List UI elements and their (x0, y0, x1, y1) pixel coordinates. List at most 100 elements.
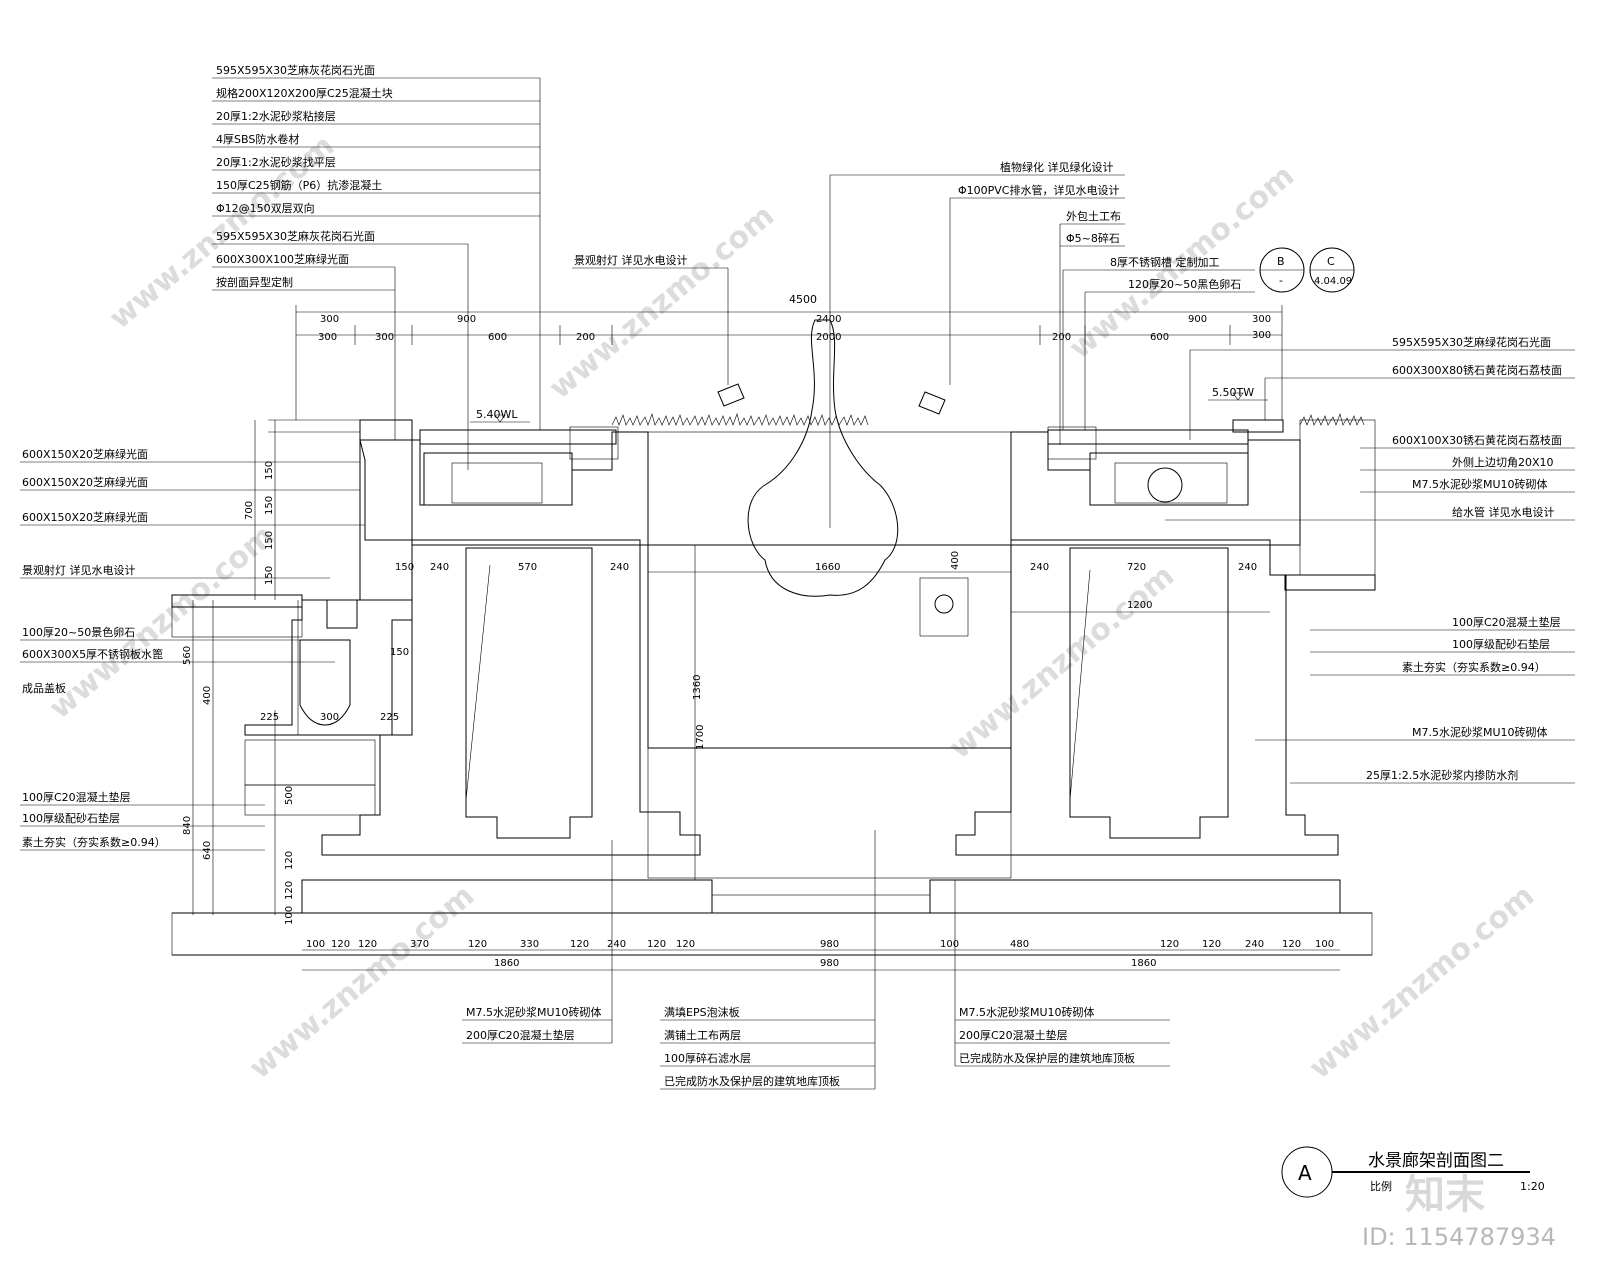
inner-dims: 1660 1200 570 720 240 240 240 240 1360 1… (260, 545, 1270, 880)
note-text: 200厚C20混凝土垫层 (959, 1028, 1068, 1042)
dim-label: 980 (820, 939, 839, 950)
dim-label: 1660 (815, 562, 840, 573)
dim-label: 1200 (1127, 600, 1152, 611)
dim-label: 240 (1238, 562, 1257, 573)
note-text: 600X300X5厚不锈钢板水篦 (22, 647, 163, 661)
level-marker-wl: 5.40WL (470, 408, 530, 423)
dim-label: 150 (264, 461, 275, 480)
note-text: 景观射灯 详见水电设计 (574, 253, 688, 267)
watermark-text: www.znzmo.com (43, 518, 281, 726)
watermark-text: www.znzmo.com (543, 198, 781, 406)
note-text: 150厚C25钢筋（P6）抗渗混凝土 (216, 178, 382, 192)
dim-label: 120 (284, 881, 295, 900)
dim-label: 400 (202, 686, 213, 705)
dim-label: 100 (284, 906, 295, 925)
dim-label: 500 (284, 786, 295, 805)
note-text: 已完成防水及保护层的建筑地库顶板 (664, 1074, 840, 1088)
note-text: 600X300X80锈石黄花岗石荔枝面 (1392, 363, 1562, 377)
note-text: 满填EPS泡沫板 (664, 1005, 740, 1019)
note-text: Φ5~8碎石 (1066, 231, 1120, 245)
note-text: 4厚SBS防水卷材 (216, 132, 299, 146)
ref-sub: - (1279, 274, 1283, 287)
scale-label: 比例 (1370, 1179, 1392, 1193)
note-text: 20厚1:2水泥砂浆粘接层 (216, 109, 336, 123)
dim-label: 570 (518, 562, 537, 573)
note-text: 植物绿化 详见绿化设计 (1000, 160, 1114, 174)
dim-label: 100 (306, 939, 325, 950)
note-text: 595X595X30芝麻灰花岗石光面 (216, 229, 375, 243)
dim-label: 120 (468, 939, 487, 950)
dim-label: 640 (202, 841, 213, 860)
dim-label: 600 (1150, 332, 1169, 343)
note-text: 600X150X20芝麻绿光面 (22, 475, 148, 489)
dim-label: 120 (570, 939, 589, 950)
dim-label: 100 (940, 939, 959, 950)
level-marker-tw: 5.50TW (1208, 386, 1268, 401)
dim-label: 120 (1202, 939, 1221, 950)
scale-value: 1:20 (1520, 1180, 1545, 1193)
dim-label: 980 (820, 958, 839, 969)
left-dims: 700 150 150 150 150 560 400 500 840 640 … (182, 461, 295, 925)
image-id: ID: 1154787934 (1362, 1223, 1556, 1251)
ref-letter: B (1277, 255, 1285, 268)
note-text: 满铺土工布两层 (664, 1029, 741, 1042)
section-marker: A (1298, 1161, 1312, 1185)
note-text: 8厚不锈钢槽 定制加工 (1110, 255, 1220, 269)
dim-label: 300 (375, 332, 394, 343)
brand-watermark: 知末 (1405, 1172, 1485, 1218)
top-dims-row2: 300 300 600 200 2000 200 600 300 (318, 314, 1271, 343)
dim-label: 300 (320, 712, 339, 723)
dim-label: 200 (576, 332, 595, 343)
ref-sub: 4.04.09 (1314, 276, 1352, 287)
dim-label: 150 (264, 531, 275, 550)
dim-label: 120 (1282, 939, 1301, 950)
watermark-text: www.znzmo.com (1303, 878, 1541, 1086)
title-block: A 水景廊架剖面图二 比例 1:20 知末 ID: 1154787934 (1281, 1146, 1556, 1251)
dim-label: 900 (1188, 314, 1207, 325)
dim-label: 240 (430, 562, 449, 573)
note-text: 600X150X20芝麻绿光面 (22, 510, 148, 524)
note-text: 200厚C20混凝土垫层 (466, 1028, 575, 1042)
note-text: 600X150X20芝麻绿光面 (22, 447, 148, 461)
note-text: Φ12@150双层双向 (216, 201, 315, 215)
dim-label: 200 (1052, 332, 1071, 343)
dim-label: 240 (1030, 562, 1049, 573)
note-text: 595X595X30芝麻灰花岗石光面 (216, 63, 375, 77)
note-text: 120厚20~50黑色卵石 (1128, 277, 1241, 291)
dim-label: 120 (284, 851, 295, 870)
dim-label: 2400 (816, 314, 841, 325)
dim-label: 480 (1010, 939, 1029, 950)
dim-label: 300 (318, 332, 337, 343)
dim-label: 2000 (816, 332, 841, 343)
note-text: M7.5水泥砂浆MU10砖砌体 (959, 1005, 1095, 1019)
watermark-text: www.znzmo.com (943, 558, 1181, 766)
dim-overall: 4500 (789, 293, 817, 306)
dim-label: 560 (182, 646, 193, 665)
bottom-dims-row2: 1860 980 1860 (494, 958, 1156, 969)
dim-label: 120 (331, 939, 350, 950)
note-text: 已完成防水及保护层的建筑地库顶板 (959, 1051, 1135, 1065)
dim-label: 240 (1245, 939, 1264, 950)
dim-label: 120 (1160, 939, 1179, 950)
note-text: 100厚C20混凝土垫层 (22, 790, 131, 804)
note-text: 100厚级配砂石垫层 (22, 811, 120, 825)
level-label: 5.40WL (476, 408, 518, 421)
note-text: 素土夯实（夯实系数≥0.94） (22, 835, 166, 849)
note-text: 景观射灯 详见水电设计 (22, 563, 136, 577)
watermark-text: www.znzmo.com (243, 878, 481, 1086)
note-text: 100厚C20混凝土垫层 (1452, 615, 1561, 629)
detail-ref-c: C 4.04.09 (1309, 247, 1355, 293)
dim-label: 240 (610, 562, 629, 573)
note-text: M7.5水泥砂浆MU10砖砌体 (1412, 725, 1548, 739)
dim-label: 120 (358, 939, 377, 950)
note-text: 成品盖板 (22, 681, 66, 695)
note-text: 素土夯实（夯实系数≥0.94） (1402, 660, 1546, 674)
dim-label: 1860 (1131, 958, 1156, 969)
note-text: 规格200X120X200厚C25混凝土块 (216, 86, 393, 100)
note-text: 给水管 详见水电设计 (1452, 505, 1555, 519)
dim-label: 150 (264, 566, 275, 585)
note-text: 600X100X30锈石黄花岗石荔枝面 (1392, 433, 1562, 447)
note-text: 100厚碎石滤水层 (664, 1051, 751, 1065)
dim-label: 100 (1315, 939, 1334, 950)
dim-label: 840 (182, 816, 193, 835)
